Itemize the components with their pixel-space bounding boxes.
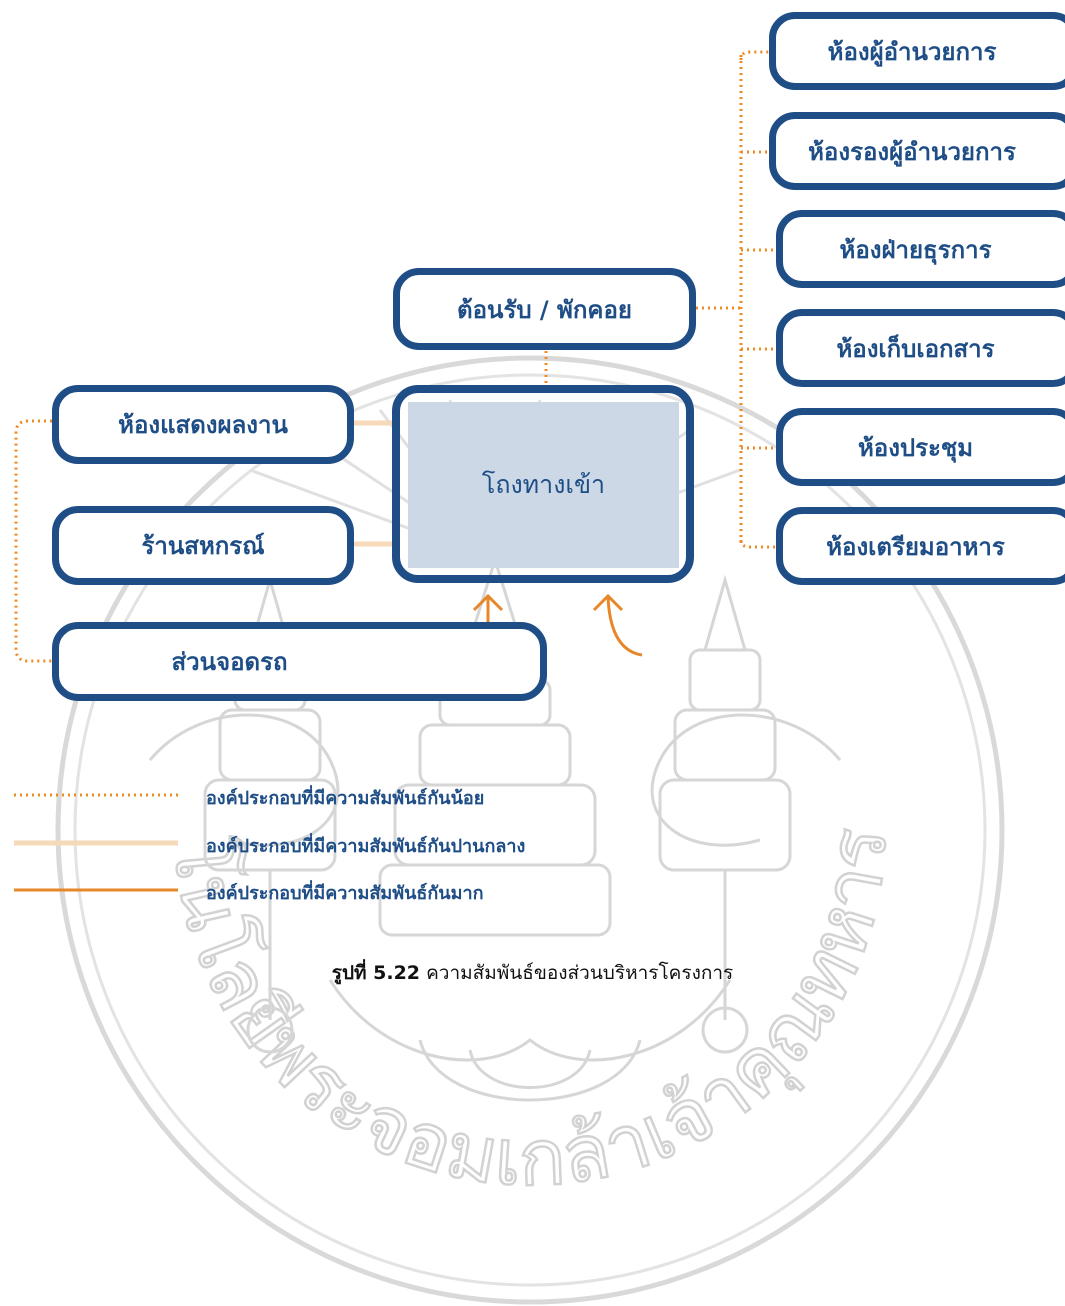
coop-shop-node: ร้านสหกรณ์ (52, 506, 354, 585)
meeting-node: ห้องประชุม (776, 408, 1065, 486)
director-node: ห้องผู้อำนวยการ (769, 12, 1065, 90)
admin-node: ห้องฝ่ายธุรการ (776, 210, 1065, 288)
arrow-parking-lobby (472, 593, 504, 622)
lobby-label: โถงทางเข้า (481, 470, 606, 499)
figure-number: รูปที่ 5.22 (331, 962, 421, 984)
pantry-node: ห้องเตรียมอาหาร (776, 507, 1065, 585)
link-exhibition-parking (14, 419, 52, 663)
lobby-node (392, 385, 694, 583)
figure-caption: รูปที่ 5.22 ความสัมพันธ์ของส่วนบริหารโคร… (0, 958, 1065, 988)
legend-medium-label: องค์ประกอบที่มีความสัมพันธ์กันปานกลาง (206, 836, 526, 857)
lobby-fill (408, 402, 679, 568)
legend-low-label: องค์ประกอบที่มีความสัมพันธ์กันน้อย (206, 788, 485, 809)
figure-title: ความสัมพันธ์ของส่วนบริหารโครงการ (426, 962, 734, 984)
link-pantry (739, 539, 776, 549)
deputy-director-node: ห้องรองผู้อำนวยการ (769, 112, 1065, 190)
link-director (739, 50, 770, 61)
arrow-entry-curve (592, 593, 643, 657)
parking-node: ส่วนจอดรถ (52, 622, 547, 701)
legend-high-label: องค์ประกอบที่มีความสัมพันธ์กันมาก (206, 883, 484, 904)
exhibition-node: ห้องแสดงผลงาน (52, 385, 354, 464)
reception-node: ต้อนรับ / พักคอย (393, 268, 696, 350)
archive-node: ห้องเก็บเอกสาร (776, 309, 1065, 387)
